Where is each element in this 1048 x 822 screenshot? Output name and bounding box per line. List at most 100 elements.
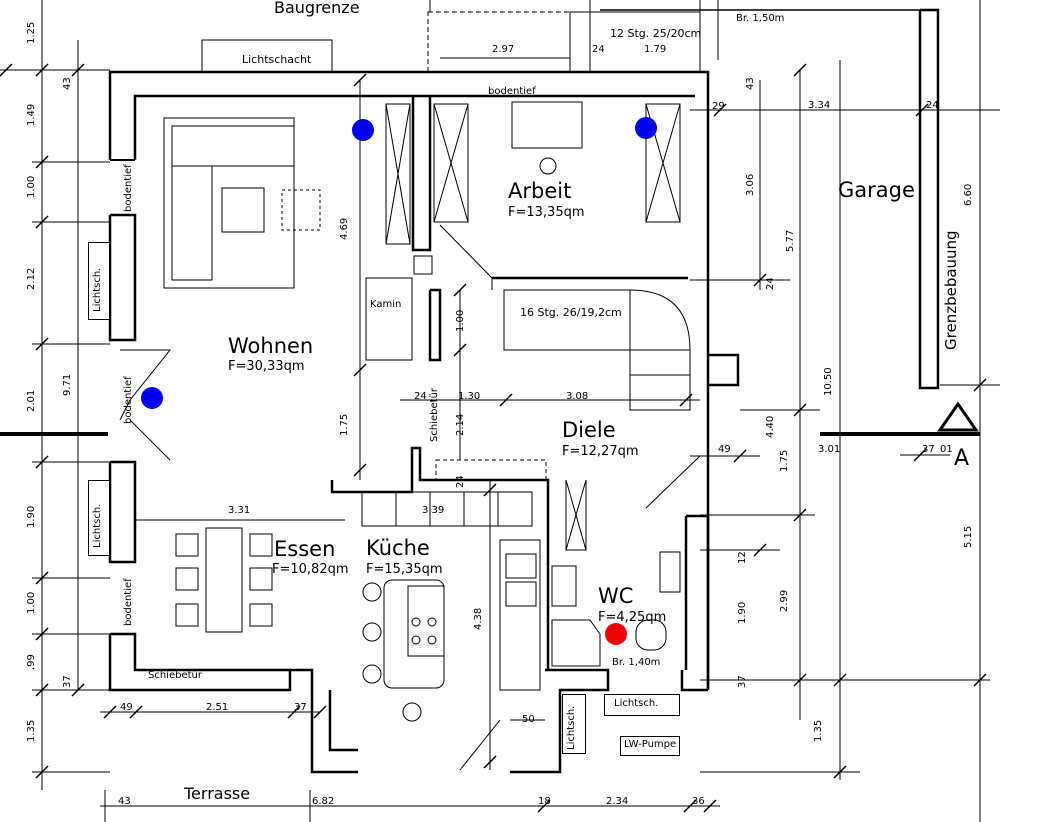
dim-right: 1.75	[779, 449, 790, 472]
dim-left: 2.12	[26, 267, 37, 290]
dim-right: 10.50	[823, 367, 834, 396]
dim-top: 24	[926, 100, 939, 111]
blue-point	[635, 117, 657, 139]
dim-right: 24	[765, 277, 776, 290]
room-area-diele: F=12,27qm	[562, 444, 639, 459]
dim-bottom: 2.34	[606, 796, 629, 807]
dim-left: 1.25	[26, 21, 37, 44]
dim-right: 5.15	[963, 525, 974, 548]
dim-right: 5.77	[785, 229, 796, 252]
dim-bottom: 18	[538, 796, 551, 807]
dim-right: 4.40	[765, 415, 776, 438]
dim-inner: 3.08	[566, 391, 589, 402]
room-name-arbeit: Arbeit	[508, 179, 572, 203]
dimension-lines	[0, 0, 1000, 822]
dim-right: 37	[737, 675, 748, 688]
dim-right: 12	[737, 551, 748, 564]
lichtsch-wc-box	[604, 694, 680, 716]
dim-bottom: 2.51	[206, 702, 229, 713]
lw-pumpe-label: LW-Pumpe	[624, 739, 677, 750]
baugrenze-label: Baugrenze	[274, 0, 360, 17]
dim-right: 37	[922, 444, 935, 455]
grenzbebauung-label: Grenzbebauung	[942, 230, 960, 350]
room-area-kueche: F=15,35qm	[366, 562, 443, 577]
dim-bottom: 49	[120, 702, 133, 713]
dim-inner: 1.75	[339, 413, 350, 436]
red-point	[605, 623, 627, 645]
lichtsch-left-box	[88, 242, 110, 320]
schiebetuer-vertical-label: Schiebetür	[429, 388, 440, 442]
points	[141, 117, 657, 645]
lichtsch-wc-label: Lichtsch.	[614, 698, 659, 709]
kamin-label: Kamin	[370, 299, 402, 310]
room-area-wc: F=4,25qm	[598, 610, 667, 625]
room-name-wc: WC	[598, 584, 634, 608]
bodentief-left-label: bodentief	[123, 578, 134, 626]
dim-left: 1.49	[26, 103, 37, 126]
room-name-essen: Essen	[274, 537, 336, 561]
dim-inner: 4.69	[339, 217, 350, 240]
dim-bottom: 36	[692, 796, 705, 807]
dim-top: 24	[592, 44, 605, 55]
section-mark-label: A	[954, 446, 970, 471]
dim-inner: 1.30	[458, 391, 481, 402]
lichtschacht-label: Lichtschacht	[242, 53, 312, 66]
dim-left-small: 43	[62, 77, 73, 90]
dim-left-total: 9.71	[62, 373, 73, 396]
room-name-kueche: Küche	[366, 536, 430, 560]
dimension-ticks	[0, 63, 987, 813]
lichtsch-left-box	[88, 480, 110, 556]
room-name-diele: Diele	[562, 418, 616, 442]
dim-right: 1.90	[737, 601, 748, 624]
dim-right: 6.60	[963, 183, 974, 206]
dim-inner: 1.00	[455, 309, 466, 332]
dim-right: 2.99	[779, 589, 790, 612]
lw-pumpe-box	[620, 736, 680, 756]
dim-top: 2.97	[492, 44, 515, 55]
dim-left: 1.35	[26, 719, 37, 742]
dim-top: 1.79	[644, 44, 667, 55]
lichtsch-kitchen-box	[562, 694, 586, 754]
dim-inner: 3.39	[422, 505, 445, 516]
dim-inner: 2.14	[455, 413, 466, 436]
room-area-essen: F=10,82qm	[272, 562, 349, 577]
blue-point	[141, 387, 163, 409]
dim-bottom: 43	[118, 796, 131, 807]
dim-left: 1.00	[26, 591, 37, 614]
dim-right: 1.35	[813, 719, 824, 742]
dim-left: 1.00	[26, 175, 37, 198]
dim-right: 01	[940, 444, 953, 455]
dim-inner: 3.31	[228, 505, 251, 516]
dim-inner: 24	[455, 475, 466, 488]
room-name-wohnen: Wohnen	[228, 334, 314, 358]
dim-left: 1.90	[26, 505, 37, 528]
dim-inner: 24	[414, 391, 427, 402]
stairs-upper-label: 12 Stg. 25/20cm	[610, 27, 702, 40]
dim-left: 2.01	[26, 389, 37, 412]
lichtsch-left-label: Lichtsch.	[92, 267, 103, 312]
lichtsch-left-label: Lichtsch.	[92, 503, 103, 548]
dim-inner: 4.38	[473, 607, 484, 630]
schiebetuer-horizontal-label: Schiebetür	[148, 670, 202, 681]
dim-inner: 50	[522, 714, 535, 725]
dim-bottom: 6.82	[312, 796, 335, 807]
dim-top: 3.34	[808, 100, 831, 111]
dim-right: 3.06	[745, 173, 756, 196]
dim-left: .99	[26, 654, 37, 670]
bodentief-left-label: bodentief	[123, 164, 134, 212]
markers	[937, 401, 979, 432]
br-150-label: Br. 1,50m	[736, 13, 785, 24]
room-name-garage: Garage	[838, 178, 915, 202]
dim-right: 3.01	[818, 444, 841, 455]
dim-top: 43	[745, 77, 756, 90]
dim-bottom: 37	[294, 702, 307, 713]
stairs-main-label: 16 Stg. 26/19,2cm	[520, 306, 622, 319]
br-140-label: Br. 1,40m	[612, 657, 661, 668]
dim-top: 29	[712, 101, 725, 112]
bodentief-left-label: bodentief	[123, 376, 134, 424]
dim-left-small: 37	[62, 675, 73, 688]
lichtsch-kitchen-label: Lichtsch.	[566, 705, 577, 750]
blue-point	[352, 119, 374, 141]
bodentief-arbeit-label: bodentief	[488, 86, 536, 97]
